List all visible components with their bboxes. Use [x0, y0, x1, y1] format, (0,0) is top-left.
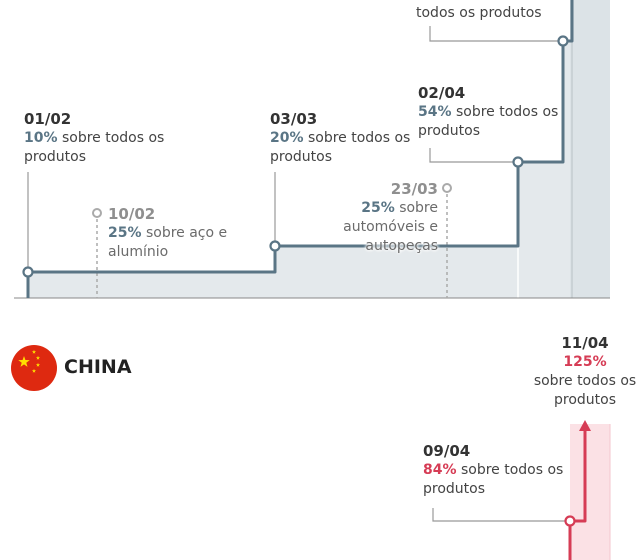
text-10-02: sobre aço e alumínio [108, 225, 228, 260]
label-01-02: 01/02 10% sobre todos os produtos [24, 110, 194, 167]
us-current-area [570, 0, 610, 298]
label-23-03: 23/03 25% sobre automóveis e autopeças [336, 180, 438, 256]
date-11-04: 11/04 [561, 334, 609, 352]
label-top-partial: todos os produtos [416, 5, 542, 21]
text-01-02: sobre todos os produtos [24, 130, 165, 165]
cn-point-0904 [564, 515, 576, 527]
pct-03-03: 20% [270, 130, 304, 146]
label-11-04: 11/04 125% sobre todos os produtos [532, 334, 638, 410]
us-point-top [557, 35, 569, 47]
pct-11-04: 125% [563, 354, 607, 370]
us-leader-top [429, 26, 563, 42]
us-point-0102 [22, 266, 34, 278]
us-marker-dot-2303 [442, 183, 452, 193]
china-flag-big-star-icon [18, 356, 30, 367]
china-flag-small-star-icon [31, 368, 37, 373]
label-03-03: 03/03 20% sobre todos os produtos [270, 110, 440, 167]
date-10-02: 10/02 [108, 205, 156, 223]
text-11-04: sobre todos os produtos [533, 373, 637, 408]
text-09-04: sobre todos os produtos [423, 462, 564, 497]
pct-10-02: 25% [108, 225, 142, 241]
date-02-04: 02/04 [418, 84, 466, 102]
country-name-china: CHINA [64, 356, 132, 378]
text-23-03: sobre automóveis e autopeças [343, 200, 438, 254]
us-point-0303 [269, 240, 281, 252]
date-03-03: 03/03 [270, 110, 318, 128]
us-leader-0204 [429, 148, 518, 163]
cn-leader-0904 [432, 508, 570, 522]
label-02-04: 02/04 54% sobre todos os produtos [418, 84, 568, 141]
china-flag-icon [11, 345, 57, 391]
us-point-0204 [512, 156, 524, 168]
pct-23-03: 25% [361, 200, 395, 216]
text-02-04: sobre todos os produtos [418, 104, 559, 139]
date-01-02: 01/02 [24, 110, 72, 128]
pct-02-04: 54% [418, 104, 452, 120]
pct-01-02: 10% [24, 130, 58, 146]
china-flag-small-star-icon [35, 362, 41, 367]
cn-area-fill [570, 424, 610, 560]
china-flag-small-star-icon [31, 349, 37, 354]
china-flag-small-star-icon [35, 355, 41, 360]
pct-09-04: 84% [423, 462, 457, 478]
text-03-03: sobre todos os produtos [270, 130, 411, 165]
label-09-04: 09/04 84% sobre todos os produtos [423, 442, 573, 499]
date-09-04: 09/04 [423, 442, 471, 460]
label-10-02: 10/02 25% sobre aço e alumínio [108, 205, 248, 262]
cn-step-line [568, 428, 587, 560]
date-23-03: 23/03 [390, 180, 438, 198]
us-area-fill [28, 0, 610, 298]
us-marker-dot-1002 [92, 208, 102, 218]
cn-arrow-icon [579, 420, 591, 431]
